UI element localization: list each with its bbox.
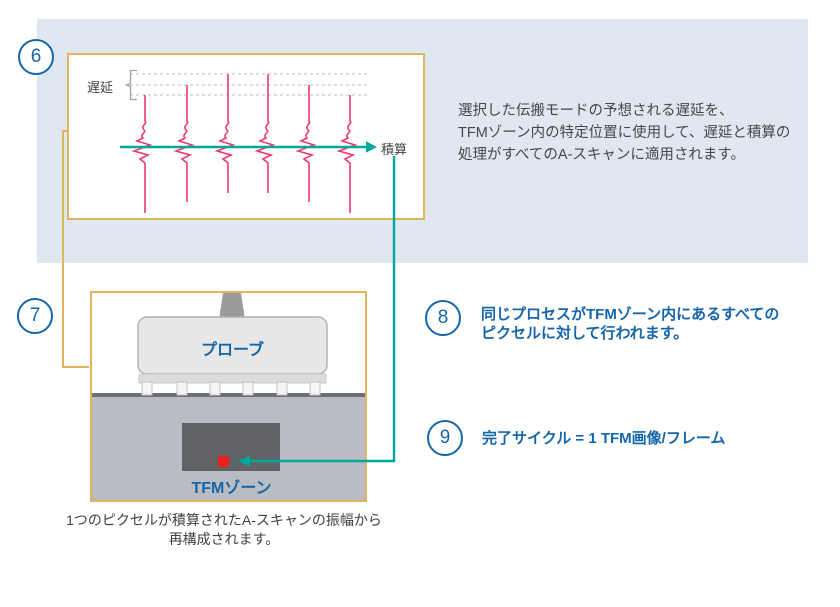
- probe-cable-connector: [219, 293, 245, 320]
- waveform-svg: [120, 69, 377, 213]
- step6-number: 6: [30, 46, 42, 67]
- step8-number-badge: 8: [425, 300, 461, 336]
- summation-label: 積算: [381, 142, 408, 157]
- material-surface-line: [92, 393, 365, 397]
- delay-label: 遅延: [87, 80, 114, 95]
- probe-diagram-box: プローブ TFMゾーン: [90, 291, 367, 502]
- step6-number-badge: 6: [18, 39, 54, 75]
- step6-description: 選択した伝搬モードの予想される遅延を、 TFMゾーン内の特定位置に使用して、遅延…: [458, 103, 791, 163]
- step9-number-badge: 9: [427, 420, 463, 456]
- delay-lines-layer: [130, 73, 367, 96]
- ascan-waveform-box: 遅延 積算: [67, 53, 425, 220]
- step7-number: 7: [29, 305, 41, 326]
- delay-bracket: [124, 69, 137, 101]
- pixel-red-square: [218, 456, 229, 467]
- summation-arrowhead: [366, 141, 377, 153]
- step9-number: 9: [439, 427, 451, 448]
- tfm-zone-rect: [182, 423, 280, 471]
- element-holder-strip: [138, 373, 327, 384]
- summation-axis: [120, 141, 377, 153]
- step8-number: 8: [437, 307, 449, 328]
- step8-text: 同じプロセスがTFMゾーン内にあるすべての ピクセルに対して行われます。: [481, 306, 780, 342]
- pixel-reconstruction-caption: 1つのピクセルが積算されたA-スキャンの振幅から 再構成されます。: [66, 512, 382, 547]
- probe-svg: [92, 293, 365, 500]
- step7-number-badge: 7: [17, 298, 53, 334]
- step9-text: 完了サイクル = 1 TFM画像/フレーム: [482, 430, 726, 447]
- tfm-zone-label: TFMゾーン: [191, 480, 272, 497]
- probe-label: プローブ: [200, 342, 265, 359]
